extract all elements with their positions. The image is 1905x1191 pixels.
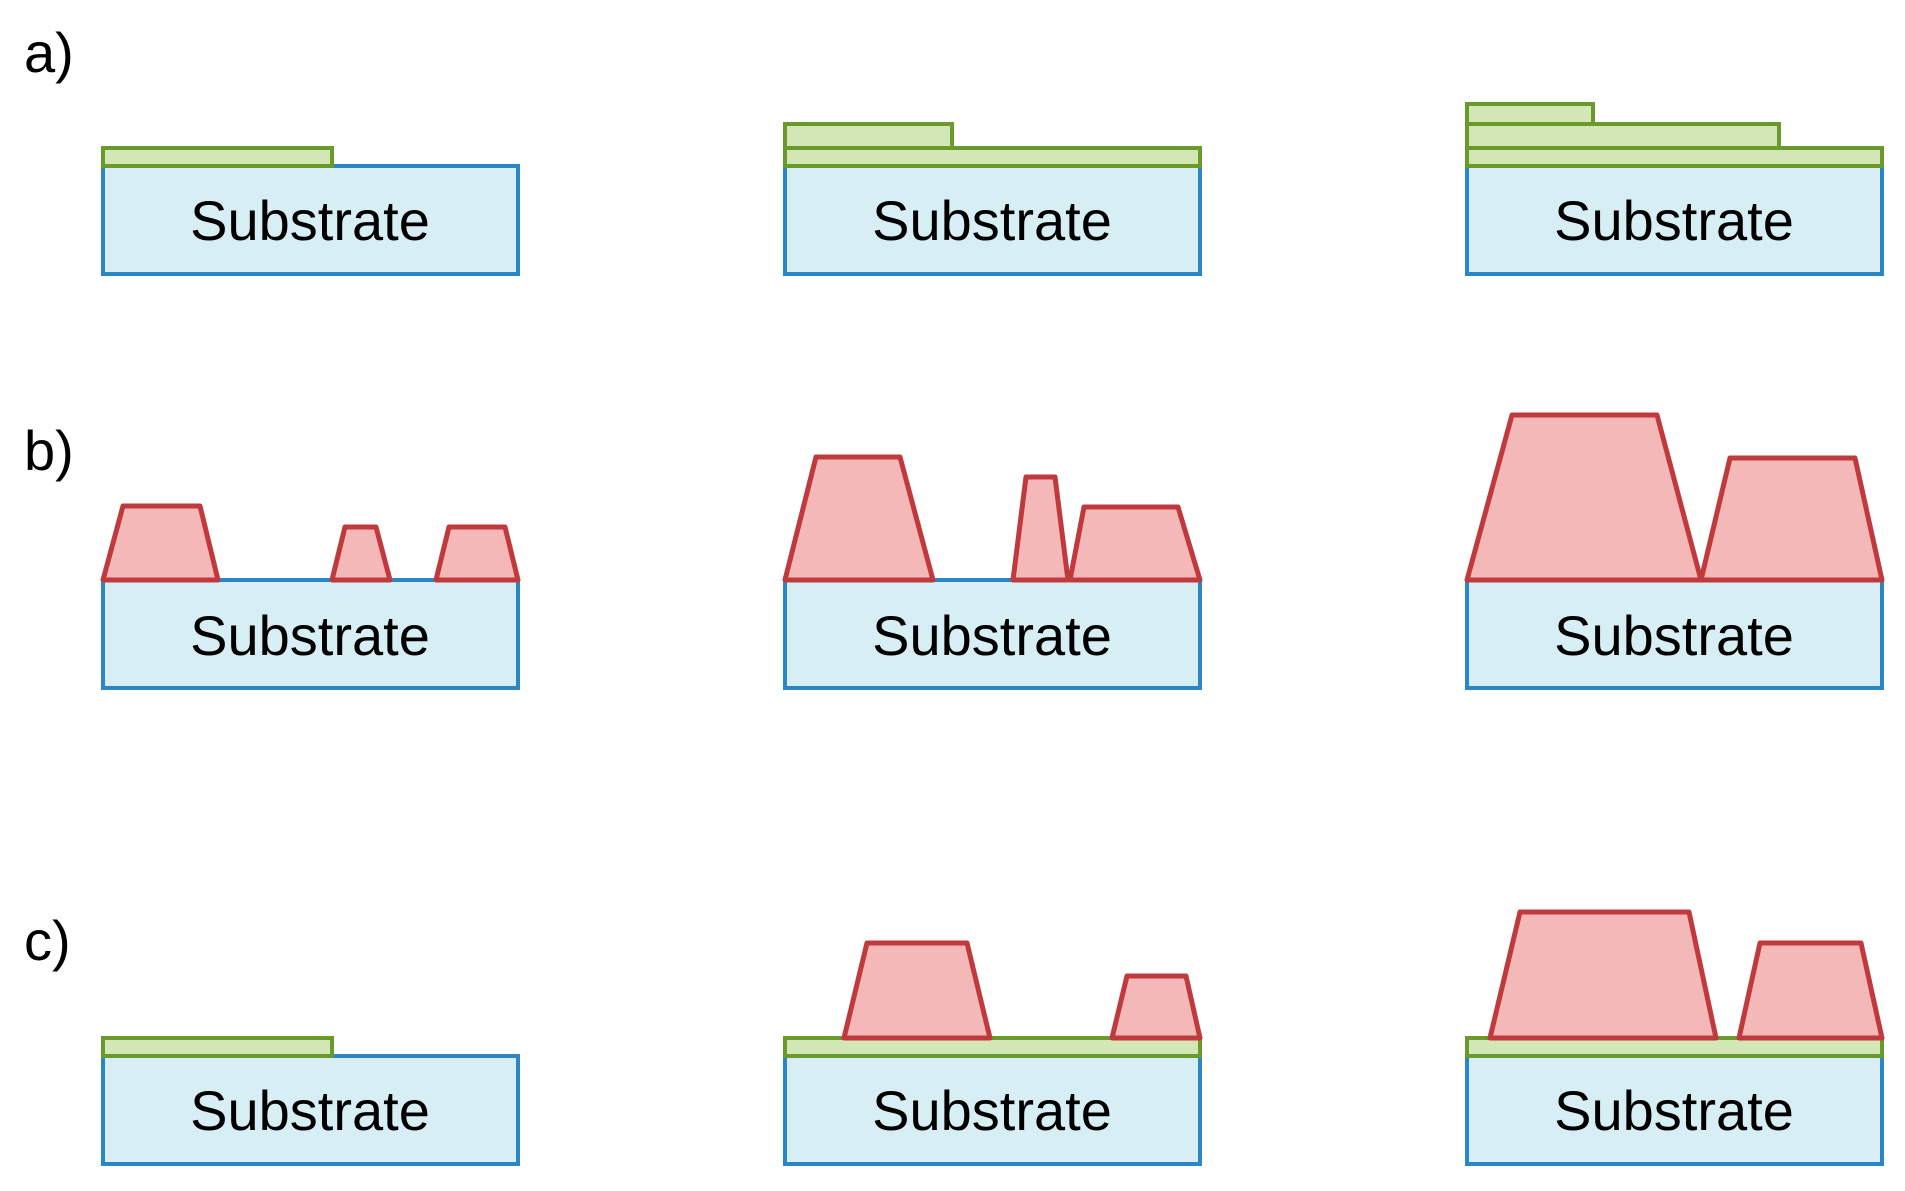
island [1464,412,1704,583]
row-c-panel-3: Substrate [1465,909,1885,1166]
substrate-block [1465,1054,1884,1166]
substrate-label: Substrate [1554,1079,1794,1142]
island [1109,973,1203,1041]
island [329,524,393,583]
row-label-b: b) [24,419,74,482]
island [433,524,521,583]
island [100,503,221,583]
substrate-label: Substrate [1554,189,1794,252]
substrate-label: Substrate [190,1079,430,1142]
substrate-block [783,164,1202,276]
substrate-block [1465,578,1884,690]
island [1487,909,1719,1041]
substrate-label: Substrate [1554,604,1794,667]
row-a-panel-1: Substrate [101,146,520,276]
substrate-block [783,578,1202,690]
film-layer [1465,102,1595,126]
row-a-panel-2: Substrate [783,122,1202,276]
substrate-block [101,1054,520,1166]
substrate-block [783,1054,1202,1166]
film-layer [1465,146,1884,168]
film-layer [1465,1036,1884,1058]
island [1698,455,1885,583]
film-layer [101,1036,334,1058]
film-layer [783,122,954,150]
substrate-block [101,164,520,276]
row-label-c: c) [24,909,71,972]
island [1067,504,1203,583]
island [782,454,936,583]
island [841,940,993,1041]
substrate-label: Substrate [190,604,430,667]
film-layer [101,146,334,168]
row-b-panel-2: Substrate [782,454,1203,690]
row-label-a: a) [24,21,74,84]
row-a-panel-3: Substrate [1465,102,1884,276]
substrate-label: Substrate [872,189,1112,252]
film-layer [783,1036,1202,1058]
substrate-label: Substrate [872,604,1112,667]
island [1010,474,1071,583]
substrate-block [101,578,520,690]
substrate-label: Substrate [872,1079,1112,1142]
film-layer [783,146,1202,168]
substrate-label: Substrate [190,189,430,252]
row-c-panel-1: Substrate [101,1036,520,1166]
island [1736,940,1885,1041]
row-b-panel-3: Substrate [1464,412,1885,690]
film-layer [1465,122,1781,150]
row-b-panel-1: Substrate [100,503,521,690]
row-c-panel-2: Substrate [783,940,1203,1166]
